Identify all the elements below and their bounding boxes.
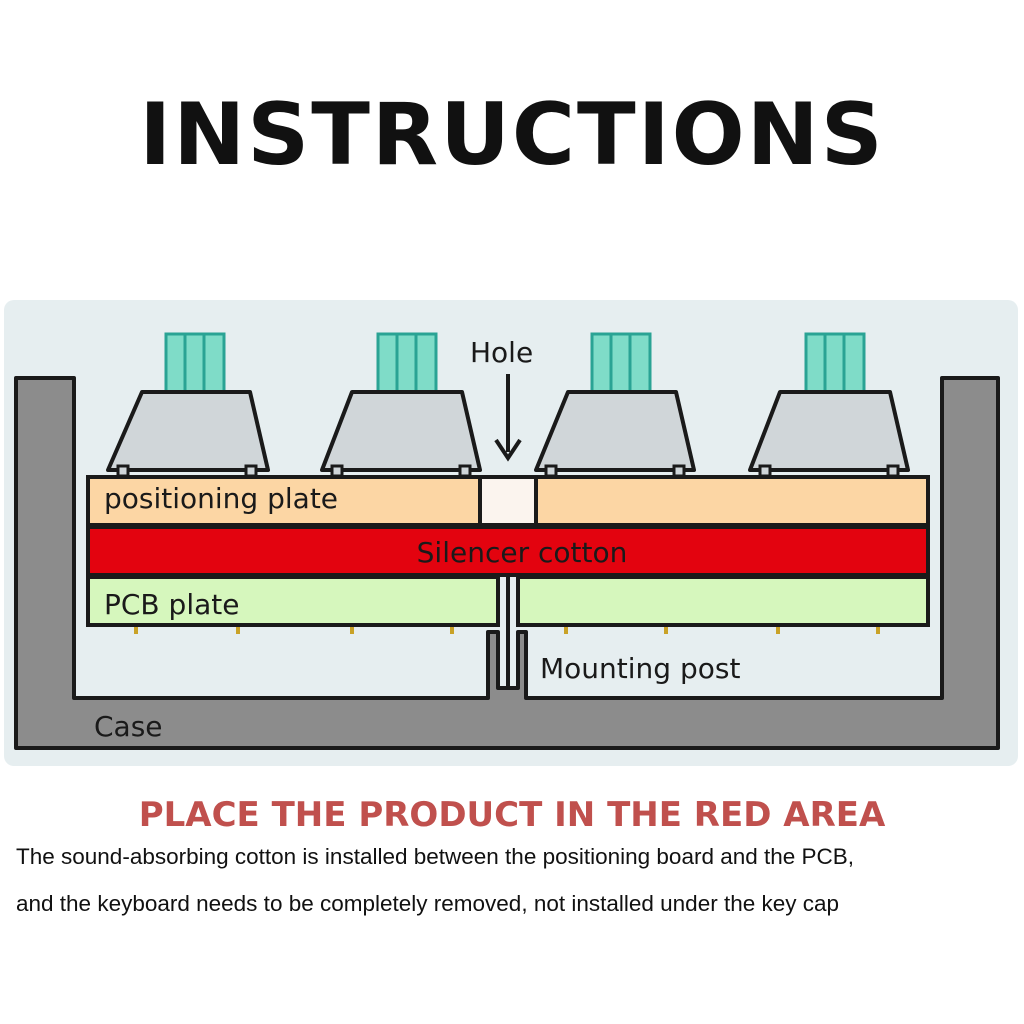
switch-stem <box>804 332 866 394</box>
pcb-plate-label: PCB plate <box>104 588 239 621</box>
key-cap <box>320 390 482 472</box>
instruction-heading: PLACE THE PRODUCT IN THE RED AREA <box>138 795 886 835</box>
switch-stem <box>376 332 438 394</box>
hole-label: Hole <box>470 336 533 369</box>
key-caps <box>106 390 910 472</box>
positioning-plate <box>86 475 930 527</box>
case-label: Case <box>94 710 163 743</box>
switch-stem <box>164 332 226 394</box>
page-title: INSTRUCTIONS <box>139 85 885 185</box>
keyboard-layer-diagram: Hole positioning plate Silencer cotton P… <box>4 300 1018 766</box>
switch-stem <box>590 332 652 394</box>
solder-pins <box>134 627 880 634</box>
key-cap <box>748 390 910 472</box>
description-line-1: The sound-absorbing cotton is installed … <box>16 844 855 869</box>
pcb-plate <box>86 575 930 627</box>
key-cap <box>534 390 696 472</box>
positioning-plate-label: positioning plate <box>104 482 338 515</box>
mounting-post-label: Mounting post <box>540 652 740 685</box>
hole <box>478 475 538 527</box>
silencer-cotton <box>86 525 930 577</box>
silencer-cotton-label: Silencer cotton <box>417 536 628 569</box>
description-line-2: and the keyboard needs to be completely … <box>16 891 840 916</box>
hole-arrow-head <box>494 438 522 462</box>
case <box>14 376 1000 750</box>
key-cap <box>106 390 270 472</box>
